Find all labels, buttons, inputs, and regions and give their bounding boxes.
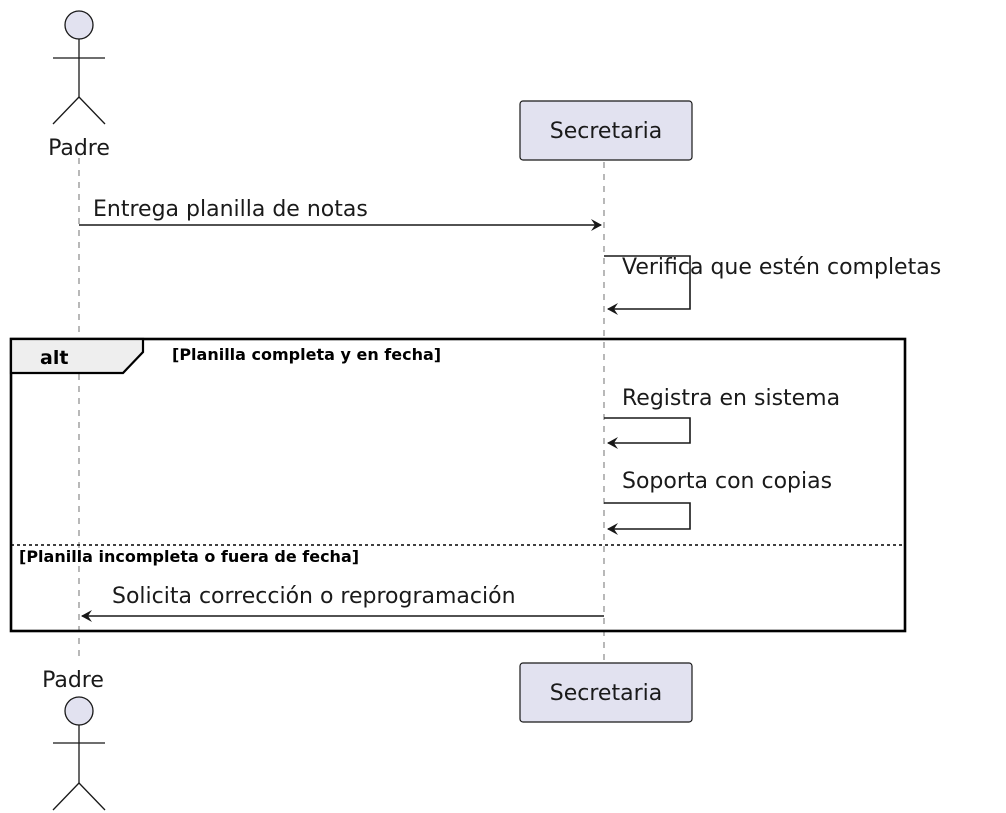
alt-tab <box>9 337 145 375</box>
actor-head-icon <box>64 10 94 40</box>
message-label: Verifica que estén completas <box>622 255 941 280</box>
self-arrow-icon <box>604 502 691 535</box>
message-registra: Registra en sistema <box>604 386 840 449</box>
padre-actor-bottom: Padre <box>42 668 106 811</box>
message-label: Solicita corrección o reprogramación <box>112 584 516 609</box>
self-arrow-icon <box>604 417 691 449</box>
message-label: Registra en sistema <box>622 386 840 411</box>
alt-guard-1: [Planilla completa y en fecha] <box>172 345 441 364</box>
message-entrega: Entrega planilla de notas <box>79 197 602 231</box>
padre-label-top: Padre <box>48 136 110 161</box>
secretaria-box-bottom: Secretaria <box>519 662 693 723</box>
message-label: Soporta con copias <box>622 469 832 494</box>
alt-frame <box>9 337 907 633</box>
message-verifica: Verifica que estén completas <box>604 255 941 315</box>
message-label: Entrega planilla de notas <box>93 197 368 222</box>
secretaria-label-bottom: Secretaria <box>550 681 662 706</box>
alt-guard-2: [Planilla incompleta o fuera de fecha] <box>19 547 359 566</box>
padre-label-bottom: Padre <box>42 668 104 693</box>
message-soporta: Soporta con copias <box>604 469 832 535</box>
actor-head-icon <box>64 696 94 726</box>
alt-fragment: alt [Planilla completa y en fecha] [Plan… <box>9 337 907 633</box>
padre-actor-top: Padre <box>48 10 110 161</box>
secretaria-label-top: Secretaria <box>550 119 662 144</box>
alt-keyword: alt <box>40 347 68 369</box>
secretaria-box-top: Secretaria <box>519 100 693 161</box>
message-solicita: Solicita corrección o reprogramación <box>81 584 604 622</box>
self-arrow-icon <box>604 255 691 315</box>
